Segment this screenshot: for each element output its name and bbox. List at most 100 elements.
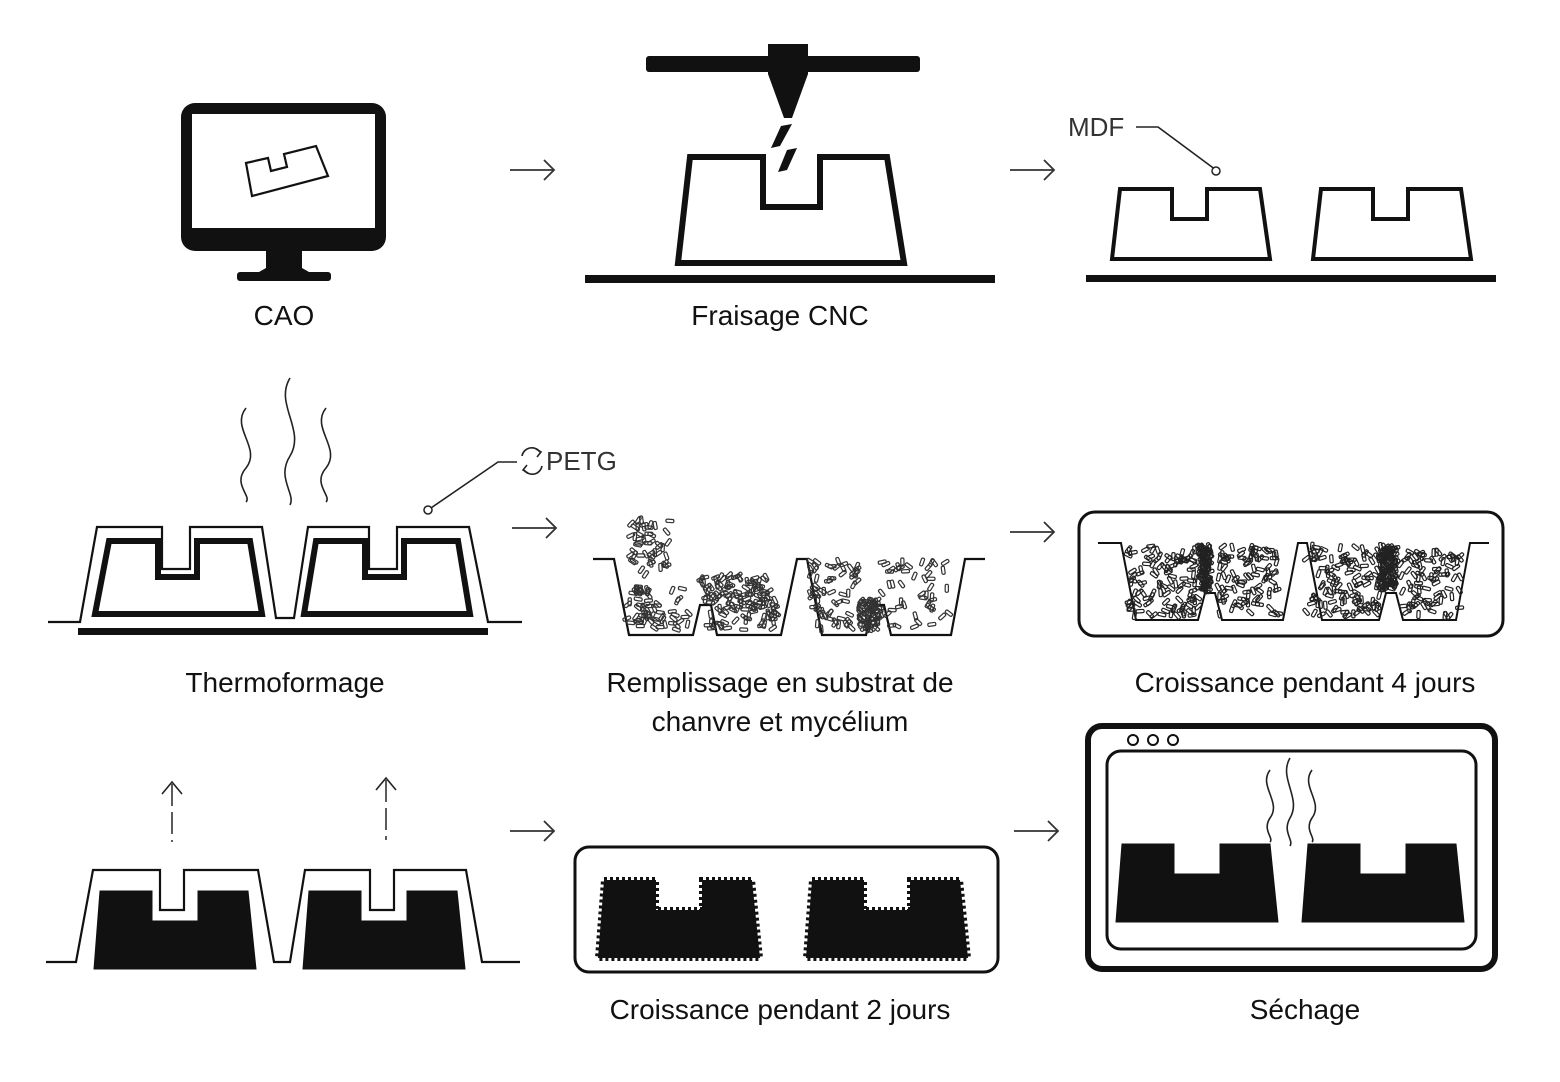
granule bbox=[1352, 564, 1362, 572]
granule bbox=[1185, 602, 1194, 610]
granule bbox=[1389, 545, 1399, 553]
granule bbox=[1187, 612, 1197, 618]
granule bbox=[1351, 609, 1356, 619]
granule bbox=[734, 571, 743, 580]
granule bbox=[852, 565, 862, 572]
granule bbox=[1384, 552, 1394, 559]
granule bbox=[1353, 581, 1363, 589]
granule bbox=[658, 562, 663, 573]
granule bbox=[1310, 608, 1318, 618]
granule bbox=[1149, 559, 1157, 569]
granule bbox=[634, 588, 644, 596]
granule bbox=[1415, 556, 1424, 564]
granule bbox=[1332, 606, 1342, 613]
granule bbox=[917, 590, 926, 598]
granule bbox=[753, 598, 763, 605]
granule bbox=[718, 611, 728, 619]
granule bbox=[1162, 590, 1171, 598]
granule bbox=[1164, 555, 1173, 564]
granule bbox=[927, 582, 935, 592]
granule bbox=[1420, 601, 1428, 611]
granule bbox=[752, 603, 763, 609]
granule bbox=[1250, 572, 1260, 578]
granule bbox=[821, 586, 827, 597]
granule bbox=[1454, 605, 1465, 611]
granule bbox=[1352, 572, 1362, 581]
granule bbox=[728, 606, 738, 613]
computer-icon bbox=[181, 103, 386, 281]
granule bbox=[1342, 595, 1347, 605]
granule bbox=[1145, 610, 1154, 619]
granule bbox=[1203, 574, 1213, 580]
granule bbox=[900, 568, 911, 574]
granule bbox=[1331, 564, 1341, 572]
granule bbox=[1215, 572, 1222, 582]
granule bbox=[866, 607, 875, 615]
granule bbox=[655, 609, 665, 616]
granule bbox=[1309, 541, 1315, 551]
granule bbox=[895, 562, 902, 572]
granule bbox=[821, 611, 829, 621]
granule bbox=[1324, 592, 1334, 599]
granule bbox=[1398, 571, 1405, 581]
granule bbox=[1356, 605, 1365, 614]
granule bbox=[1133, 600, 1143, 608]
arrow-5 bbox=[509, 820, 555, 842]
granule bbox=[1361, 549, 1369, 558]
granule bbox=[944, 609, 954, 617]
granule bbox=[1405, 604, 1412, 614]
granule bbox=[1235, 581, 1245, 589]
granule bbox=[853, 577, 862, 586]
granule bbox=[677, 585, 687, 592]
granule bbox=[1188, 556, 1198, 565]
granule bbox=[1138, 565, 1144, 575]
granule bbox=[1181, 609, 1187, 619]
growth-4-days-box bbox=[1077, 510, 1505, 638]
granule bbox=[1142, 595, 1152, 602]
granule bbox=[684, 609, 693, 617]
granule bbox=[760, 612, 767, 622]
granule bbox=[1419, 551, 1426, 561]
granule bbox=[738, 594, 743, 604]
granule bbox=[1353, 608, 1362, 617]
filling-tray bbox=[593, 515, 985, 637]
granule bbox=[1346, 582, 1354, 592]
granule bbox=[655, 624, 665, 630]
granule bbox=[840, 598, 850, 604]
granule bbox=[701, 595, 711, 601]
granule bbox=[1315, 569, 1322, 579]
granule bbox=[627, 597, 632, 607]
granule bbox=[1214, 582, 1222, 592]
granule bbox=[1308, 555, 1318, 563]
granule bbox=[653, 600, 662, 608]
granule bbox=[1364, 575, 1374, 581]
granule bbox=[1328, 554, 1334, 564]
arrow-3 bbox=[511, 517, 557, 539]
granule bbox=[717, 572, 725, 581]
mdf-molds bbox=[1086, 126, 1496, 282]
granule bbox=[1266, 603, 1275, 613]
granule bbox=[632, 531, 638, 542]
granule bbox=[1254, 552, 1260, 562]
granule bbox=[662, 527, 671, 536]
granule bbox=[647, 520, 654, 530]
granule bbox=[1232, 576, 1240, 585]
granule bbox=[866, 619, 873, 629]
granule bbox=[1146, 553, 1156, 560]
cnc-machine bbox=[585, 44, 995, 283]
granule bbox=[938, 612, 947, 621]
granule bbox=[650, 624, 659, 632]
granule bbox=[1379, 565, 1388, 573]
granule bbox=[1242, 557, 1252, 563]
granule bbox=[1217, 591, 1222, 601]
granule bbox=[873, 615, 883, 622]
granule bbox=[739, 627, 749, 632]
granule bbox=[768, 624, 778, 632]
granule bbox=[1237, 596, 1247, 602]
granule bbox=[1220, 595, 1226, 605]
step-fill-label-line1: Remplissage en substrat de bbox=[606, 667, 953, 698]
granule bbox=[1177, 581, 1186, 589]
granule bbox=[766, 598, 773, 609]
granule bbox=[703, 622, 713, 628]
granule bbox=[1391, 558, 1401, 564]
